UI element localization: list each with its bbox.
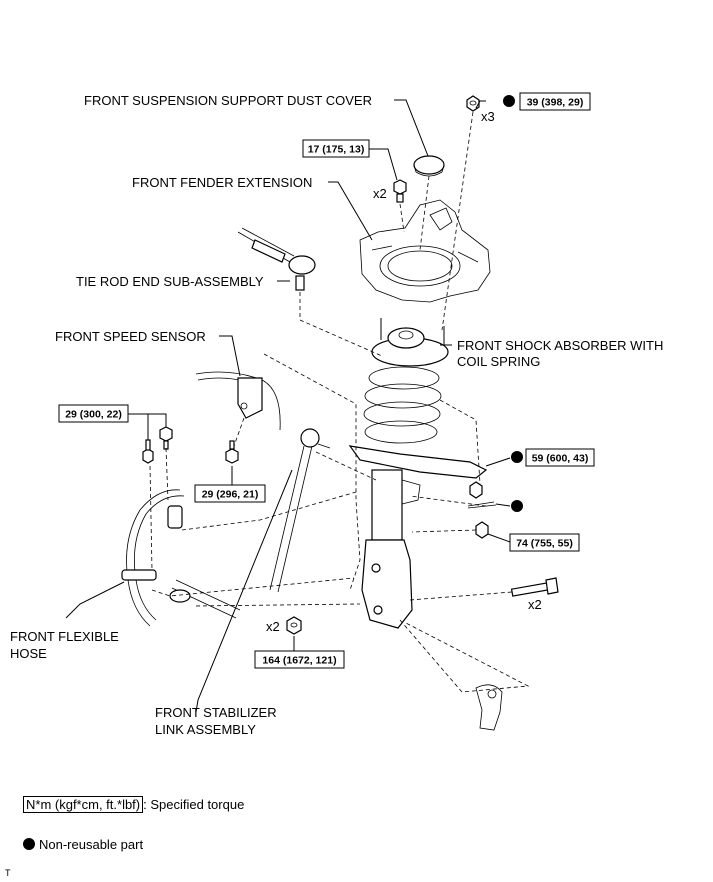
- label-shock-absorber-1: FRONT SHOCK ABSORBER WITH: [457, 338, 663, 353]
- qty-fender-bolts: x2: [373, 186, 387, 201]
- flexible-hose-drawing: [121, 489, 185, 627]
- label-speed-sensor: FRONT SPEED SENSOR: [55, 329, 206, 344]
- label-shock-absorber-2: COIL SPRING: [457, 354, 540, 369]
- torque-spec-164: 164 (1672, 121): [254, 650, 345, 669]
- corner-mark: T: [5, 868, 11, 878]
- hose-bolts-drawing: [142, 426, 239, 464]
- torque-spec-74: 74 (755, 55): [509, 533, 580, 552]
- svg-text:164 (1672, 121): 164 (1672, 121): [262, 655, 336, 667]
- dust-cover-drawing: [413, 155, 445, 177]
- label-flexible-hose-1: FRONT FLEXIBLE: [10, 629, 119, 644]
- label-dust-cover: FRONT SUSPENSION SUPPORT DUST COVER: [84, 93, 372, 108]
- legend-torque-unit: N*m (kgf*cm, ft.*lbf): [23, 796, 144, 813]
- fender-bolt-drawing: [393, 179, 407, 203]
- label-stabilizer-link-2: LINK ASSEMBLY: [155, 722, 256, 737]
- right-fasteners-drawing: [286, 481, 559, 635]
- svg-text:17 (175, 13): 17 (175, 13): [308, 144, 365, 156]
- torque-spec-39: 39 (398, 29): [519, 92, 591, 111]
- qty-knuckle-bolts: x2: [528, 597, 542, 612]
- qty-knuckle-nuts: x2: [266, 619, 280, 634]
- legend-torque: N*m (kgf*cm, ft.*lbf): Specified torque: [23, 796, 245, 813]
- label-tie-rod-end: TIE ROD END SUB-ASSEMBLY: [76, 274, 264, 289]
- assembly-lines: [149, 111, 530, 693]
- stabilizer-link-drawing: [169, 428, 331, 619]
- shock-absorber-drawing: [348, 318, 488, 629]
- svg-text:29 (300, 22): 29 (300, 22): [65, 409, 122, 421]
- label-flexible-hose-2: HOSE: [10, 646, 47, 661]
- nonreusable-dot-nut-59: [511, 451, 523, 463]
- nonreusable-dot-cotter-pin: [511, 500, 523, 512]
- support-nut-drawing: [466, 95, 480, 112]
- leader-lines: [65, 99, 511, 713]
- svg-text:74 (755, 55): 74 (755, 55): [516, 538, 573, 550]
- legend-torque-desc: : Specified torque: [143, 797, 245, 812]
- torque-spec-17: 17 (175, 13): [302, 139, 370, 158]
- label-stabilizer-link-1: FRONT STABILIZER: [155, 705, 277, 720]
- legend-nonreusable-desc: Non-reusable part: [39, 837, 144, 852]
- tie-rod-end-drawing: [237, 227, 316, 291]
- legend-nonreusable: Non-reusable part: [23, 837, 143, 852]
- nonreusable-dot-support-nut: [503, 95, 515, 107]
- svg-text:29 (296, 21): 29 (296, 21): [202, 489, 259, 501]
- torque-spec-59: 59 (600, 43): [525, 448, 595, 467]
- nonreusable-dot-icon: [23, 838, 35, 850]
- svg-text:59 (600, 43): 59 (600, 43): [532, 453, 589, 465]
- torque-spec-29-sensor: 29 (296, 21): [194, 484, 266, 503]
- label-fender-extension: FRONT FENDER EXTENSION: [132, 175, 312, 190]
- qty-support-nuts: x3: [481, 109, 495, 124]
- speed-sensor-drawing: [195, 371, 281, 431]
- svg-text:39 (398, 29): 39 (398, 29): [527, 97, 584, 109]
- fender-extension-drawing: [359, 199, 491, 303]
- steering-knuckle-drawing: [475, 684, 503, 731]
- torque-spec-29-hose: 29 (300, 22): [58, 404, 129, 423]
